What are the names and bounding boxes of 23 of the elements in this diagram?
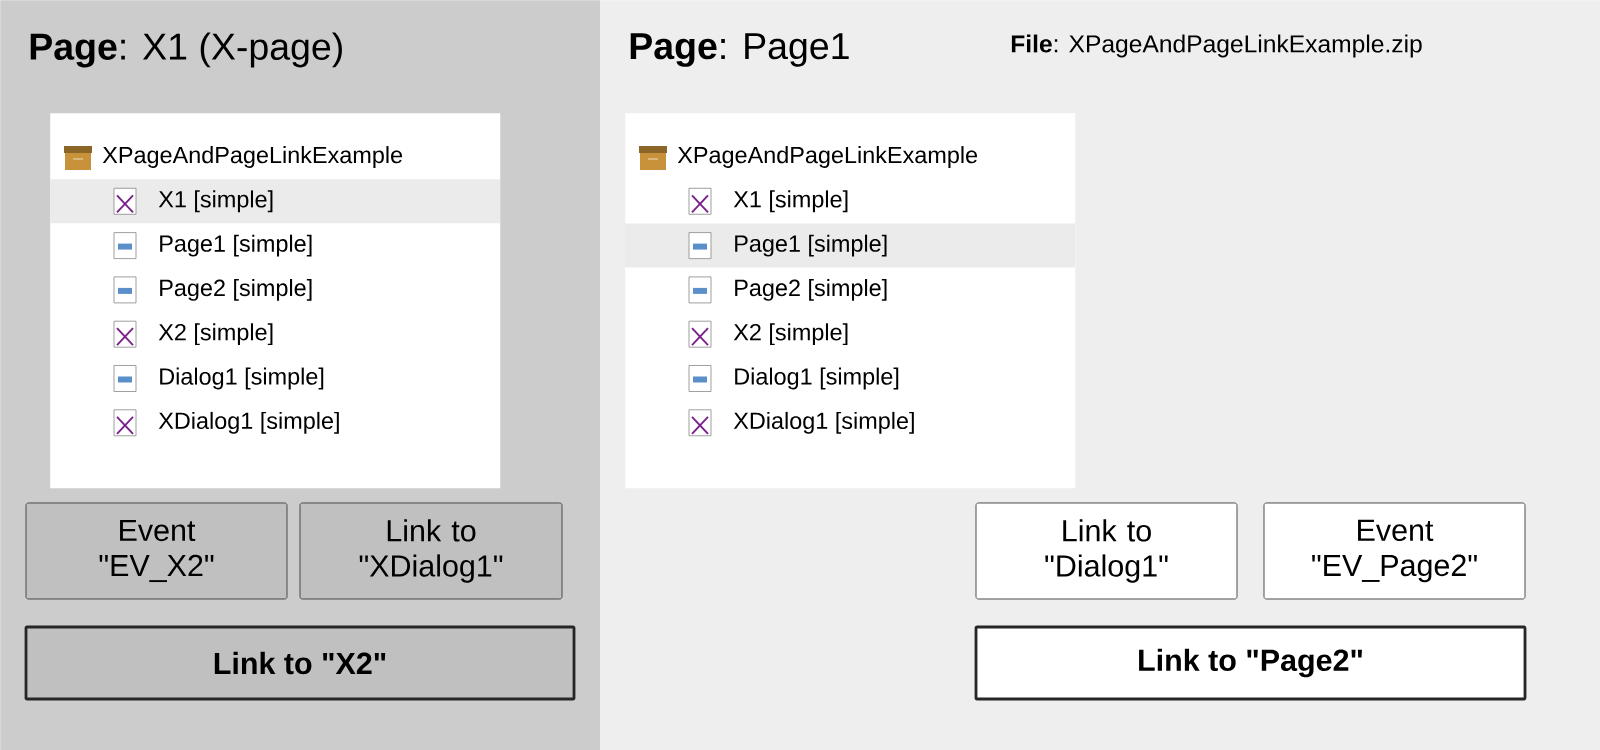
tree-panel [50, 113, 501, 489]
tree-item: Page1 [simple] [160, 234, 312, 257]
tree-item: XDialog1 [simple] [733, 411, 914, 434]
link-button: Link to "X2" [24, 625, 576, 701]
tree-item: X1 [simple] [733, 190, 848, 213]
button: Event "EV_Page2" [1263, 502, 1526, 600]
tree-item: Dialog1 [simple] [160, 367, 324, 390]
tree-item: XPageAndPageLinkExample [677, 146, 978, 168]
tree-item: Dialog1 [simple] [735, 367, 899, 390]
button: Event "EV_X2" [25, 502, 288, 600]
tree-item: XDialog1 [simple] [158, 411, 339, 434]
tree-item: Page1 [simple] [735, 234, 887, 257]
tree-panel [625, 113, 1076, 489]
button: Link to "XDialog1" [299, 502, 563, 600]
tree-item: Page2 [simple] [735, 278, 887, 301]
file-note: File: XPageAndPageLinkExample.zip [1011, 34, 1422, 58]
tree-item: X2 [simple] [158, 323, 273, 346]
tree-item: Page2 [simple] [160, 278, 312, 301]
tree-item: X1 [simple] [158, 190, 273, 213]
link-button: Link to "Page2" [974, 625, 1527, 701]
button: Link to "Dialog1" [975, 502, 1238, 600]
tree-item: XPageAndPageLinkExample [102, 146, 403, 168]
tree-item: X2 [simple] [733, 323, 848, 346]
